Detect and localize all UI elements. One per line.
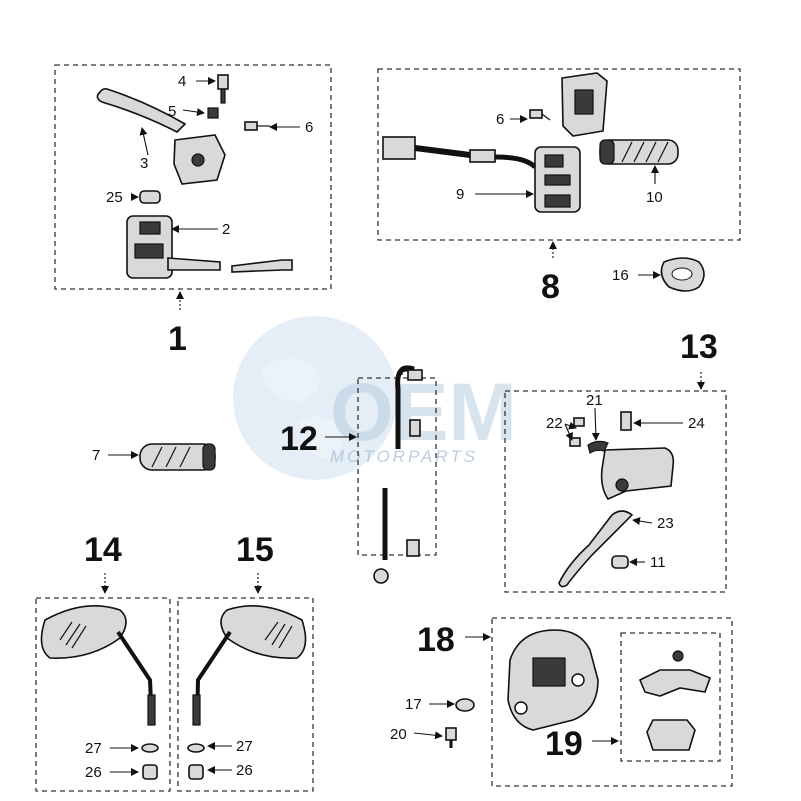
callout-10: 10 bbox=[646, 189, 663, 206]
callout-27: 27 bbox=[85, 740, 102, 757]
callout-23: 23 bbox=[657, 515, 674, 532]
group-label-18: 18 bbox=[417, 621, 455, 659]
brake-hose bbox=[395, 365, 415, 449]
callout-26: 26 bbox=[85, 764, 102, 781]
group-13-frame bbox=[504, 390, 727, 593]
banjo-bolt bbox=[406, 539, 420, 557]
watermark-tagline: MOTORPARTS bbox=[330, 447, 478, 466]
group-13: 21 22 24 23 11 13 bbox=[504, 328, 727, 593]
callout-20: 20 bbox=[390, 726, 407, 743]
watermark-logo: OEM bbox=[330, 367, 517, 458]
part-16: 16 bbox=[612, 257, 705, 292]
clamp bbox=[587, 440, 609, 454]
group-label-1: 1 bbox=[168, 320, 187, 358]
callout-26: 26 bbox=[236, 762, 253, 779]
group-label-14: 14 bbox=[84, 531, 122, 569]
brake-pad bbox=[646, 719, 696, 751]
callout-4: 4 bbox=[178, 73, 186, 90]
group-8: 6 9 10 8 bbox=[377, 68, 741, 306]
callout-6: 6 bbox=[496, 111, 504, 128]
watermark: OEM MOTORPARTS bbox=[233, 316, 517, 480]
callout-2: 2 bbox=[222, 221, 230, 238]
callout-7: 7 bbox=[92, 447, 100, 464]
master-cylinder bbox=[600, 447, 675, 501]
brake-lever bbox=[558, 510, 634, 588]
screw bbox=[569, 437, 581, 447]
group-12-frame bbox=[357, 377, 437, 556]
callout-22: 22 bbox=[546, 415, 563, 432]
cap bbox=[611, 555, 629, 569]
switch-connector bbox=[231, 259, 293, 273]
group-14-frame bbox=[35, 597, 171, 792]
nut bbox=[207, 107, 219, 119]
banjo-bolt bbox=[409, 419, 421, 437]
callout-3: 3 bbox=[140, 155, 148, 172]
washer bbox=[187, 743, 205, 753]
screw bbox=[244, 121, 258, 131]
group-label-8: 8 bbox=[541, 268, 560, 306]
callout-27: 27 bbox=[236, 738, 253, 755]
wiring-connector bbox=[382, 136, 416, 160]
washer bbox=[141, 743, 159, 753]
group-18-frame bbox=[491, 617, 733, 787]
group-1-frame bbox=[54, 64, 332, 290]
group-label-19: 19 bbox=[545, 725, 583, 763]
switch-cable bbox=[167, 257, 221, 271]
group-8-frame bbox=[377, 68, 741, 241]
nut bbox=[188, 764, 204, 780]
group-label-12: 12 bbox=[280, 420, 318, 458]
callout-24: 24 bbox=[688, 415, 705, 432]
part-7: 7 bbox=[92, 443, 216, 471]
group-14: 27 26 14 bbox=[35, 531, 171, 792]
washer bbox=[455, 698, 475, 712]
group-12: 12 bbox=[280, 365, 437, 584]
brake-pad bbox=[638, 669, 712, 697]
bolt bbox=[217, 74, 229, 90]
cap bbox=[139, 190, 161, 204]
callout-11: 11 bbox=[650, 554, 666, 571]
group-15: 27 26 15 bbox=[177, 531, 314, 792]
callout-9: 9 bbox=[456, 186, 464, 203]
mirror-stem bbox=[116, 630, 154, 726]
callout-21: 21 bbox=[586, 392, 603, 409]
mirror-right bbox=[220, 604, 307, 659]
group-15-frame bbox=[177, 597, 314, 792]
mirror-left bbox=[40, 604, 127, 659]
group-label-13: 13 bbox=[680, 328, 718, 366]
screw bbox=[529, 109, 543, 119]
bolt bbox=[620, 411, 632, 431]
brake-lever bbox=[96, 88, 187, 133]
callout-5: 5 bbox=[168, 103, 176, 120]
bolt bbox=[445, 727, 457, 741]
nut bbox=[142, 764, 158, 780]
callout-25: 25 bbox=[106, 189, 123, 206]
callout-6: 6 bbox=[305, 119, 313, 136]
callout-17: 17 bbox=[405, 696, 422, 713]
group-19-frame bbox=[620, 632, 721, 762]
banjo-fitting bbox=[373, 568, 389, 584]
group-1: 4 5 6 3 25 2 1 bbox=[54, 64, 332, 358]
callout-16: 16 bbox=[612, 267, 629, 284]
group-label-15: 15 bbox=[236, 531, 274, 569]
mirror-stem bbox=[195, 630, 232, 726]
group-18: 17 20 18 19 bbox=[390, 617, 733, 787]
screw bbox=[573, 417, 585, 427]
